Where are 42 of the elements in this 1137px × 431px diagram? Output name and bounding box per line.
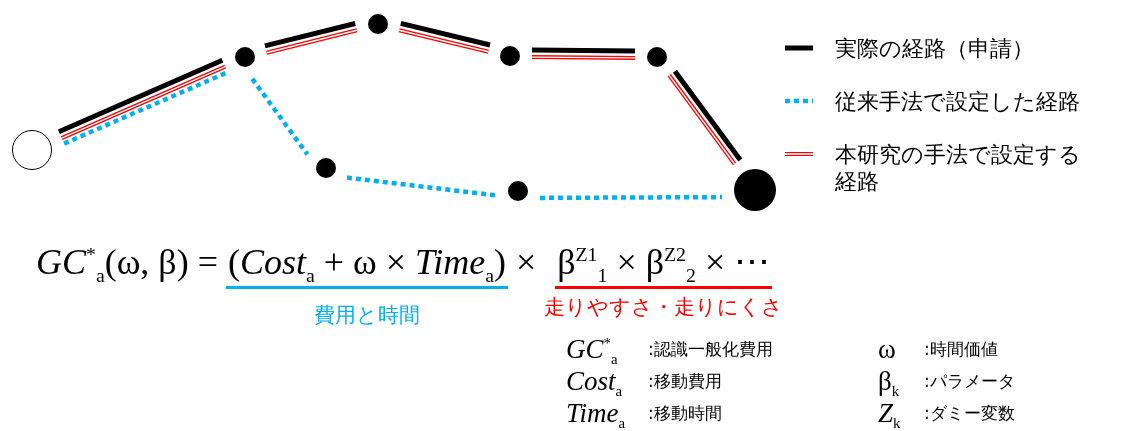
legend-text: 従来手法で設定した経路 [835,88,1081,115]
route-dot [508,181,528,201]
route-line [400,20,491,48]
double-route-line [60,64,226,140]
symbol: Time$_{a}$ [566,398,626,428]
symbol: Cost$_{a}$ [566,366,623,396]
large-dot [734,169,776,211]
symbol-definition: :認識一般化費用 [648,338,773,360]
route-line [672,69,743,162]
symbol: β$_{k}$ [878,366,900,396]
route-dot [368,14,388,34]
route-dot [316,158,336,178]
symbol-definition: :パラメータ [924,370,1015,392]
legend-text: 実際の経路（申請） [835,35,1035,62]
open-circle [12,130,52,170]
formula-term: GC$^{*}$$_{a}$(ω, β) = [35,241,219,289]
symbol-definition: :移動費用 [648,370,722,392]
route-line [57,58,224,134]
symbol-definition: :時間価値 [924,338,998,360]
formula-term: (Cost$_{a}$ + ω × Time$_{a}$) [226,240,508,289]
legend-text: 本研究の手法で設定する経路 [835,141,1082,195]
route-dot [235,47,255,67]
route-dot [500,46,520,66]
annotation-text: 費用と時間 [313,302,420,329]
dotted-route-line [250,77,310,156]
dotted-route-line [63,70,229,146]
annotation-text: 走りやすさ・走りにくさ [544,294,784,321]
symbol-definition: :移動時間 [648,402,722,424]
double-route-line [266,28,358,55]
dotted-route-line [540,194,722,201]
dotted-route-line [346,175,496,198]
symbol-definition: :ダミー変数 [924,402,1015,424]
formula-term: × [514,241,538,284]
route-line [264,21,356,49]
route-dot [647,47,667,67]
formula-term: β$^{Z1}$$_{1}$ × β$^{Z2}$$_{2}$ × ⋯ [555,240,773,289]
double-route-line [532,55,635,60]
route-line [532,47,635,54]
double-route-line [667,74,737,166]
double-route-line [398,28,489,54]
symbol: ω [878,334,896,364]
symbol: Z$_{k}$ [878,398,901,428]
